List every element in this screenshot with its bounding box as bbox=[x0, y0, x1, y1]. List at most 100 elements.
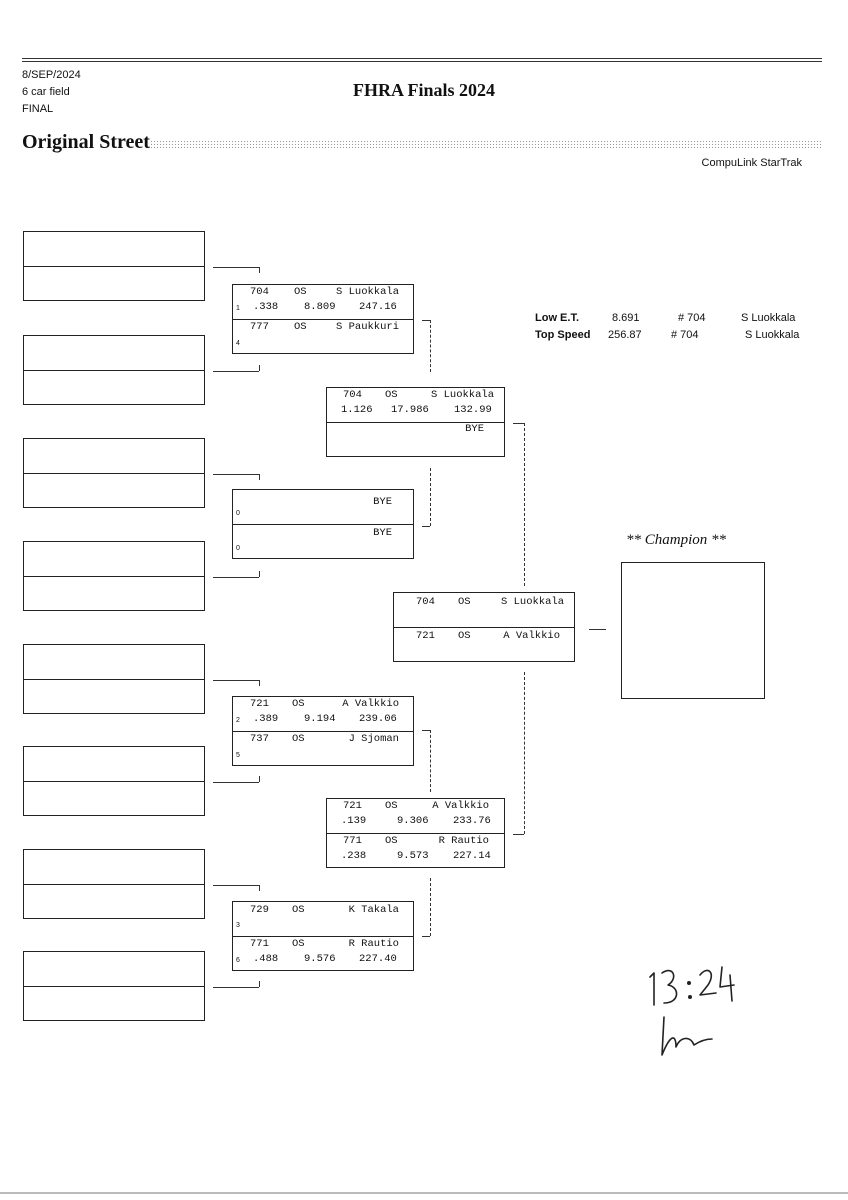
elapsed-time: 9.576 bbox=[304, 953, 336, 965]
car-class: OS bbox=[294, 286, 307, 298]
connector-dash bbox=[430, 468, 431, 526]
low-et-driver: S Luokkala bbox=[741, 312, 796, 324]
connector-tick bbox=[259, 474, 260, 480]
class-title: Original Street bbox=[22, 131, 150, 153]
round1-pair-3: 721 OS A Valkkio 2 .389 9.194 239.06 737… bbox=[232, 696, 414, 766]
lane-top: 704 OS S Luokkala 1 .338 8.809 247.16 bbox=[233, 285, 413, 319]
car-class: OS bbox=[292, 938, 305, 950]
reaction-time: 1.126 bbox=[341, 404, 373, 416]
connector-line bbox=[213, 987, 259, 988]
driver-name: BYE bbox=[373, 496, 392, 508]
car-number: 771 bbox=[250, 938, 269, 950]
seed: 0 bbox=[236, 545, 240, 552]
lane-top: 704 OS S Luokkala bbox=[394, 593, 574, 627]
car-class: OS bbox=[458, 596, 471, 608]
lane-top: BYE 0 bbox=[233, 490, 413, 524]
top-speed-car: # 704 bbox=[671, 329, 699, 341]
reaction-time: .488 bbox=[253, 953, 279, 965]
speed: 227.14 bbox=[453, 850, 491, 862]
seed: 1 bbox=[236, 305, 240, 312]
reaction-time: .139 bbox=[341, 815, 367, 827]
car-class: OS bbox=[294, 321, 307, 333]
lane-bottom: BYE 0 bbox=[233, 524, 413, 559]
driver-name: BYE bbox=[465, 423, 484, 435]
car-number: 729 bbox=[250, 904, 269, 916]
connector-dash bbox=[430, 878, 431, 936]
car-class: OS bbox=[292, 698, 305, 710]
car-number: 704 bbox=[250, 286, 269, 298]
champion-label: ** Champion ** bbox=[626, 532, 727, 548]
top-speed-driver: S Luokkala bbox=[745, 329, 800, 341]
round2-pair-2: 721 OS A Valkkio .139 9.306 233.76 771 O… bbox=[326, 798, 505, 868]
car-number: 771 bbox=[343, 835, 362, 847]
driver-name: A Valkkio bbox=[503, 630, 560, 642]
connector-tick bbox=[259, 776, 260, 782]
event-title: FHRA Finals 2024 bbox=[352, 80, 495, 100]
connector-line bbox=[213, 680, 259, 681]
speed: 233.76 bbox=[453, 815, 491, 827]
round1-pair-2: BYE 0 BYE 0 bbox=[232, 489, 414, 559]
driver-name: R Rautio bbox=[438, 835, 489, 847]
connector-line bbox=[213, 371, 259, 372]
car-number: 721 bbox=[343, 800, 362, 812]
round2-pair-1: 704 OS S Luokkala 1.126 17.986 132.99 BY… bbox=[326, 387, 505, 457]
connector-line bbox=[213, 474, 259, 475]
entry-box bbox=[23, 231, 205, 301]
entry-box bbox=[23, 644, 205, 714]
car-number: 704 bbox=[416, 596, 435, 608]
lane-bottom: 771 OS R Rautio .238 9.573 227.14 bbox=[327, 833, 504, 868]
elapsed-time: 9.306 bbox=[397, 815, 429, 827]
connector-line bbox=[422, 730, 430, 731]
handwritten-signature bbox=[649, 966, 735, 1056]
connector-dash bbox=[524, 672, 525, 834]
car-number: 704 bbox=[343, 389, 362, 401]
low-et-car: # 704 bbox=[678, 312, 706, 324]
round1-pair-4: 729 OS K Takala 3 771 OS R Rautio 6 .488… bbox=[232, 901, 414, 971]
seed: 2 bbox=[236, 717, 240, 724]
entry-box bbox=[23, 951, 205, 1021]
driver-name: A Valkkio bbox=[432, 800, 489, 812]
entry-box bbox=[23, 746, 205, 816]
car-class: OS bbox=[458, 630, 471, 642]
connector-line bbox=[213, 782, 259, 783]
speed: 247.16 bbox=[359, 301, 397, 313]
car-number: 721 bbox=[416, 630, 435, 642]
connector-line bbox=[513, 834, 524, 835]
lane-bottom: 737 OS J Sjoman 5 bbox=[233, 731, 413, 766]
elapsed-time: 9.194 bbox=[304, 713, 336, 725]
champion-box bbox=[621, 562, 765, 699]
connector-line bbox=[213, 577, 259, 578]
round1-pair-1: 704 OS S Luokkala 1 .338 8.809 247.16 77… bbox=[232, 284, 414, 354]
connector-dash bbox=[430, 320, 431, 372]
connector-line bbox=[213, 885, 259, 886]
software-label: CompuLink StarTrak bbox=[701, 157, 802, 169]
connector-line bbox=[422, 320, 430, 321]
dotted-leader bbox=[150, 140, 822, 149]
driver-name: A Valkkio bbox=[342, 698, 399, 710]
lane-top: 729 OS K Takala 3 bbox=[233, 902, 413, 936]
connector-dash bbox=[430, 730, 431, 792]
top-rule bbox=[22, 58, 822, 62]
connector-tick bbox=[259, 365, 260, 371]
driver-name: S Paukkuri bbox=[335, 321, 399, 333]
entry-box bbox=[23, 335, 205, 405]
car-class: OS bbox=[292, 733, 305, 745]
field-size: 6 car field bbox=[22, 86, 70, 98]
driver-name: R Rautio bbox=[348, 938, 399, 950]
lane-top: 721 OS A Valkkio .139 9.306 233.76 bbox=[327, 799, 504, 833]
lane-bottom: 771 OS R Rautio 6 .488 9.576 227.40 bbox=[233, 936, 413, 971]
reaction-time: .389 bbox=[253, 713, 279, 725]
seed: 0 bbox=[236, 510, 240, 517]
seed: 4 bbox=[236, 340, 240, 347]
seed: 3 bbox=[236, 922, 240, 929]
lane-top: 721 OS A Valkkio 2 .389 9.194 239.06 bbox=[233, 697, 413, 731]
reaction-time: .338 bbox=[253, 301, 279, 313]
car-number: 721 bbox=[250, 698, 269, 710]
connector-line bbox=[213, 267, 259, 268]
top-speed-value: 256.87 bbox=[608, 329, 642, 341]
connector-tick bbox=[259, 680, 260, 686]
round-label: FINAL bbox=[22, 103, 54, 115]
lane-top: 704 OS S Luokkala 1.126 17.986 132.99 bbox=[327, 388, 504, 422]
entry-box bbox=[23, 541, 205, 611]
entry-box bbox=[23, 438, 205, 508]
